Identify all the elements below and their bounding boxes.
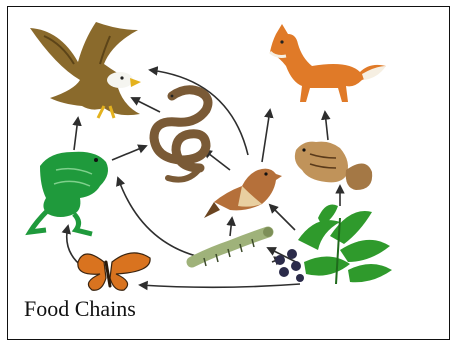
arrow-caterpillar-to-sparrow bbox=[230, 218, 232, 236]
arrow-frog-to-eagle bbox=[74, 118, 78, 150]
arrow-berries-to-sparrow bbox=[270, 205, 295, 230]
sparrow-illustration bbox=[204, 169, 282, 218]
arrow-sparrow-to-fox bbox=[262, 110, 270, 162]
arrow-frog-to-snake bbox=[112, 146, 146, 160]
eagle-illustration bbox=[30, 22, 141, 118]
fox-illustration bbox=[270, 24, 386, 102]
arrow-plant-to-butterfly bbox=[140, 284, 300, 287]
butterfly-illustration bbox=[78, 253, 150, 290]
snake-illustration bbox=[154, 90, 208, 180]
frog-illustration bbox=[30, 152, 108, 234]
arrow-snake-to-eagle bbox=[132, 98, 160, 112]
caterpillar-illustration bbox=[192, 227, 273, 266]
diagram-caption: Food Chains bbox=[24, 296, 136, 322]
arrow-caterpillar-to-frog bbox=[118, 178, 196, 256]
plant-illustration bbox=[298, 205, 392, 285]
arrow-chipmunk-to-fox bbox=[325, 112, 328, 140]
chipmunk-illustration bbox=[295, 142, 372, 190]
